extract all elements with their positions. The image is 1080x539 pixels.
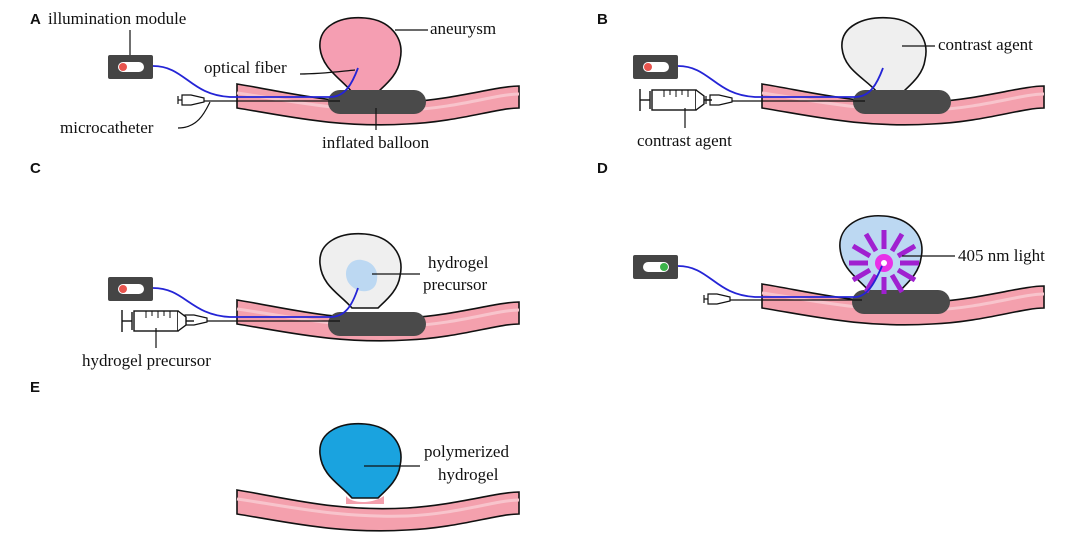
contrast-syringe — [639, 88, 713, 112]
light-core — [881, 260, 887, 266]
panel-b-letter: B — [597, 11, 608, 28]
aneurysm-sac-precursor — [839, 215, 923, 293]
hydrogel-precursor-sac-label-1: hydrogel — [428, 253, 489, 272]
illumination-module-on — [633, 255, 678, 279]
optical-fiber-label: optical fiber — [204, 58, 287, 77]
panel-e: E polymerized hydrogel — [30, 379, 521, 533]
contrast-agent-syringe-label: contrast agent — [637, 131, 732, 150]
contrast-agent-sac-label: contrast agent — [938, 35, 1033, 54]
optical-fiber-leader — [299, 69, 356, 75]
hydrogel-precursor-syringe-label: hydrogel precursor — [82, 351, 211, 370]
aneurysm-label: aneurysm — [430, 19, 496, 38]
microcatheter-label: microcatheter — [60, 118, 154, 137]
microcatheter-hub — [177, 94, 205, 106]
panel-b: B contrast agent contrast agent — [597, 11, 1046, 150]
inflated-balloon-label: inflated balloon — [322, 133, 430, 152]
panel-a: A illumination module optical fiber aneu… — [30, 9, 521, 152]
aneurysm-sac — [319, 16, 402, 93]
illumination-module-label: illumination module — [48, 9, 186, 28]
inflated-balloon — [853, 90, 951, 114]
optical-fiber — [152, 65, 359, 98]
illumination-module — [108, 55, 153, 79]
light-rays — [849, 230, 919, 294]
panel-e-letter: E — [30, 379, 40, 396]
polymerized-label-1: polymerized — [424, 442, 509, 461]
hydrogel-precursor-sac-label-2: precursor — [423, 275, 488, 294]
panel-d-letter: D — [597, 160, 608, 177]
precursor-syringe — [121, 309, 195, 333]
inflated-balloon — [328, 312, 426, 336]
optical-fiber — [152, 287, 359, 318]
panel-a-letter: A — [30, 11, 41, 28]
illumination-module — [633, 55, 678, 79]
panel-d: D 405 nm light — [597, 160, 1046, 327]
light-label: 405 nm light — [958, 246, 1045, 265]
panel-c-letter: C — [30, 160, 41, 177]
microcatheter-hub — [703, 293, 731, 305]
polymerized-label-2: hydrogel — [438, 465, 499, 484]
hydrogel-precursor-blob — [345, 259, 378, 292]
vessel-neck-fill — [346, 496, 384, 504]
optical-fiber — [677, 265, 883, 298]
aneurysm-sac-polymerized — [319, 422, 402, 499]
aneurysm-sac-contrast — [841, 16, 927, 93]
inflated-balloon — [852, 290, 950, 314]
inflated-balloon — [328, 90, 426, 114]
illumination-module — [108, 277, 153, 301]
microcatheter-leader — [177, 101, 211, 129]
panel-c: C hydrogel precursor hydrogel precursor — [30, 160, 521, 370]
optical-fiber — [677, 65, 884, 98]
